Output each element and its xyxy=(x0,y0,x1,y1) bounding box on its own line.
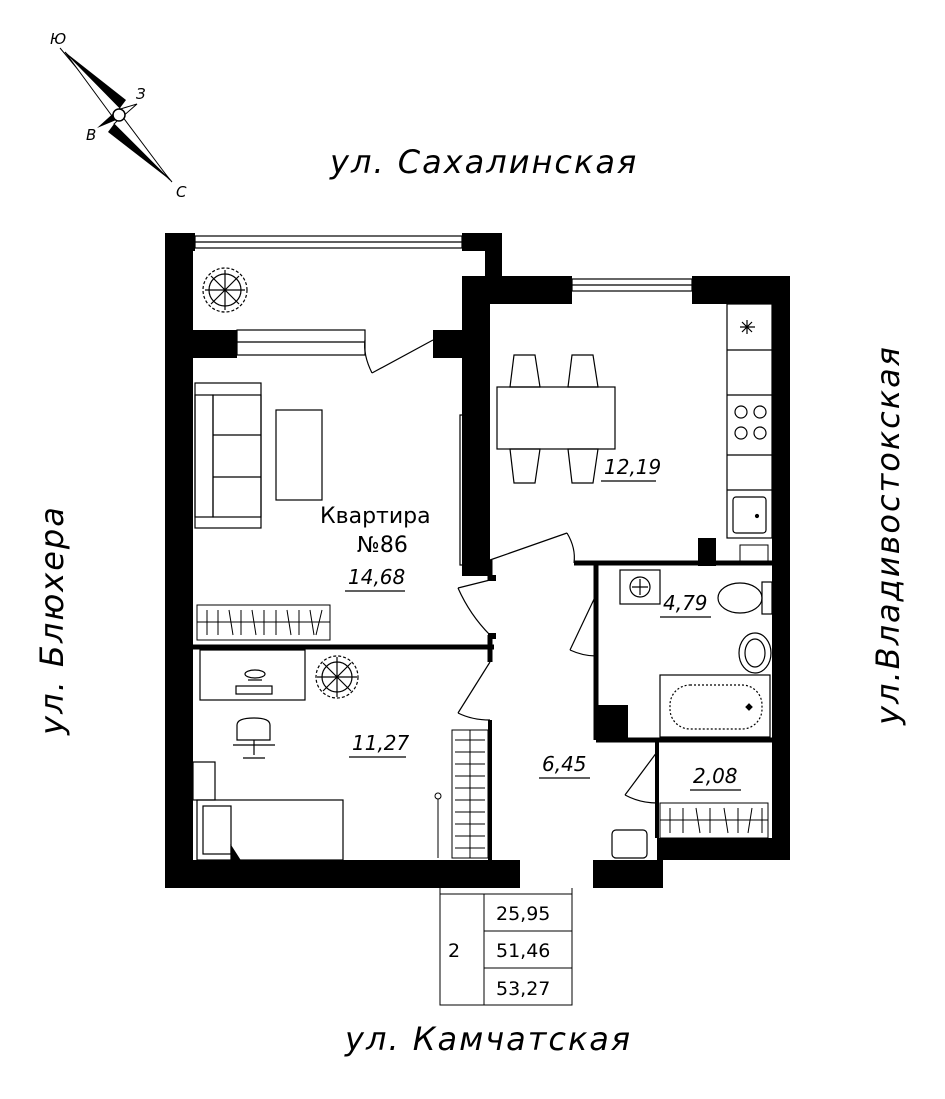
apartment-number: №86 xyxy=(357,533,408,558)
room-area-storage: 2,08 xyxy=(693,764,738,788)
area-summary-table xyxy=(439,893,573,1006)
dining-table-icon xyxy=(496,354,616,484)
compass-icon: Ю З В С xyxy=(50,30,187,201)
summary-total-area: 51,46 xyxy=(496,940,550,962)
room-area-kitchen: 12,19 xyxy=(604,455,661,479)
wardrobe-icon xyxy=(196,604,331,641)
washing-machine-icon xyxy=(619,569,661,605)
toilet-icon xyxy=(717,581,773,615)
windows xyxy=(167,235,693,806)
boiler-icon xyxy=(739,544,769,564)
room-area-bathroom: 4,79 xyxy=(663,591,708,615)
summary-living-area: 25,95 xyxy=(496,903,550,925)
washbasin-icon xyxy=(738,632,772,674)
summary-total-with-balcony: 53,27 xyxy=(496,978,550,1000)
compass-west-label: З xyxy=(136,85,146,103)
chair-icon xyxy=(233,717,275,759)
coffee-table-icon xyxy=(275,409,323,501)
room-area-living: 14,68 xyxy=(348,565,405,589)
closet-icon xyxy=(434,729,489,859)
plant-icon xyxy=(202,267,248,313)
plant-icon xyxy=(315,655,359,699)
bed-icon xyxy=(196,799,344,861)
compass-east-label: В xyxy=(86,126,96,144)
street-label-bottom: ул. Камчатская xyxy=(345,1020,633,1058)
kitchen-counter-icon xyxy=(726,303,773,539)
room-area-hall: 6,45 xyxy=(542,752,587,776)
street-label-top: ул. Сахалинская xyxy=(330,143,639,181)
room-area-bedroom: 11,27 xyxy=(352,731,410,755)
stove-icon xyxy=(734,405,767,440)
desk-icon xyxy=(199,649,306,701)
apartment-title: Квартира xyxy=(320,504,431,529)
compass-north-label: С xyxy=(176,183,187,201)
sofa-icon xyxy=(194,382,262,529)
bathtub-icon xyxy=(659,674,771,738)
compass-south-label: Ю xyxy=(50,30,66,48)
interior-walls xyxy=(193,538,772,860)
doors xyxy=(364,339,658,804)
hall-cabinet-icon xyxy=(611,829,648,859)
tv-stand-icon xyxy=(459,414,489,566)
summary-rooms-count: 2 xyxy=(448,940,460,962)
sink-icon xyxy=(732,496,767,534)
storage-shelf-icon xyxy=(659,802,769,839)
room-label-underlines xyxy=(345,480,741,791)
nightstand-icon xyxy=(192,761,216,801)
